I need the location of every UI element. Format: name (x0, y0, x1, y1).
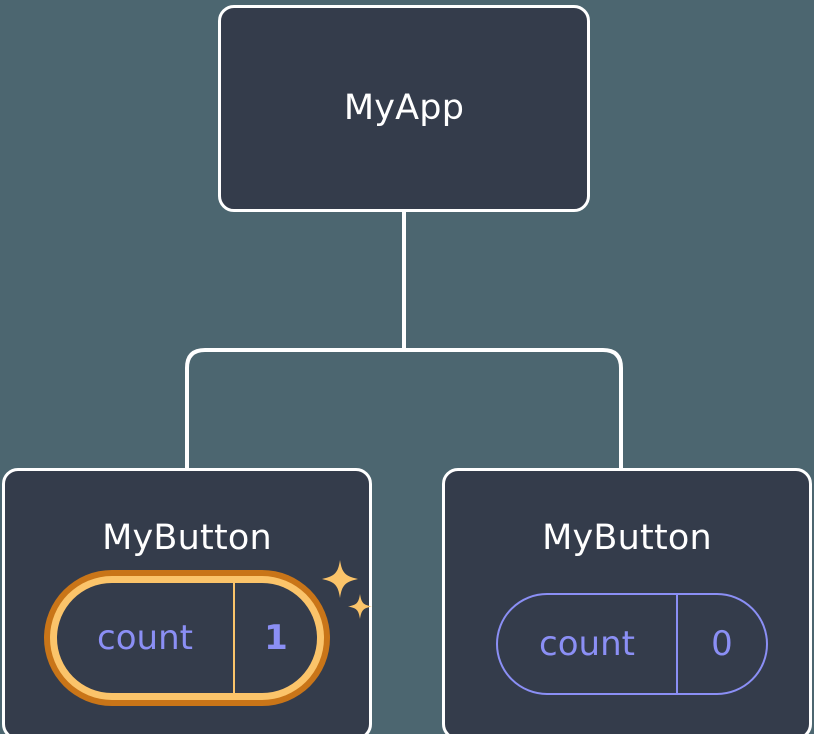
component-node-child-left-label: MyButton (102, 518, 272, 558)
state-pill-inner-ring: count 1 (50, 576, 324, 700)
state-pill-value-right: 0 (711, 624, 733, 664)
component-node-child-right-label: MyButton (542, 518, 712, 558)
state-pill-plain[interactable]: count 0 (496, 593, 768, 695)
connector-branch (185, 348, 623, 470)
state-pill-value-left: 1 (264, 618, 288, 658)
state-pill-highlighted[interactable]: count 1 (44, 570, 330, 706)
state-pill-body: count 0 (496, 593, 768, 695)
state-pill-key-left: count (57, 583, 235, 693)
state-pill-key-right: count (498, 595, 678, 693)
component-node-root[interactable]: MyApp (218, 5, 590, 212)
component-node-child-right[interactable]: MyButton count 0 (442, 468, 812, 734)
state-pill-body: count 1 (57, 583, 317, 693)
state-pill-outer-ring: count 1 (44, 570, 330, 706)
component-node-root-label: MyApp (343, 88, 465, 128)
